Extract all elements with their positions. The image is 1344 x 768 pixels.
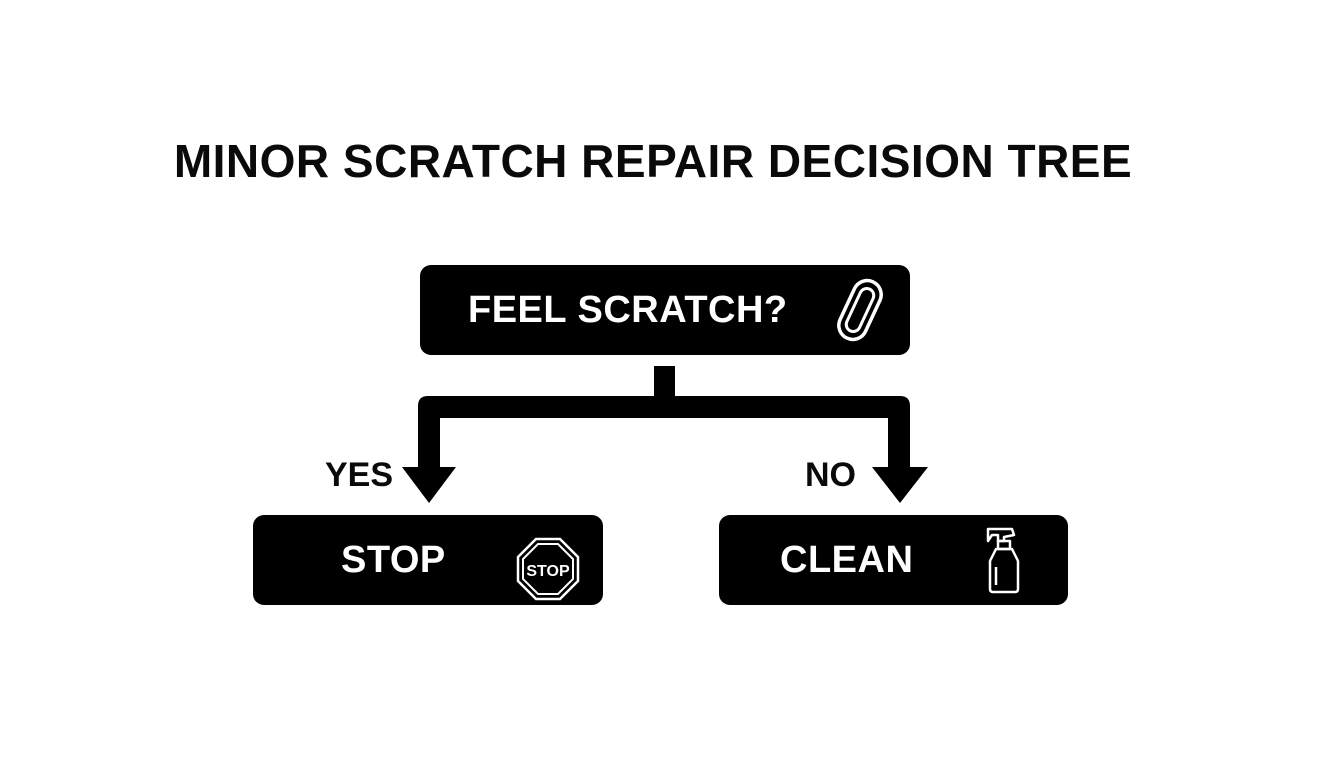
root-stem [654,366,675,398]
clean-node: CLEAN [719,515,1068,605]
spray-bottle-icon [984,525,1024,600]
stop-node: STOP STOP [253,515,603,605]
clean-node-label: CLEAN [780,539,914,581]
yes-connector-line [418,406,440,468]
yes-arrowhead [402,467,456,503]
root-decision-node: FEEL SCRATCH? [420,265,910,355]
stop-node-label: STOP [341,539,446,581]
diagram-title: MINOR SCRATCH REPAIR DECISION TREE [173,135,1133,187]
no-connector-line [888,406,910,468]
fingernail-icon [830,275,890,350]
svg-text:STOP: STOP [526,563,570,580]
no-edge-label: NO [805,456,856,494]
stop-sign-icon: STOP [516,537,580,606]
yes-edge-label: YES [325,456,394,494]
root-node-label: FEEL SCRATCH? [468,289,788,331]
no-arrowhead [872,467,928,503]
branch-bar [418,396,910,418]
